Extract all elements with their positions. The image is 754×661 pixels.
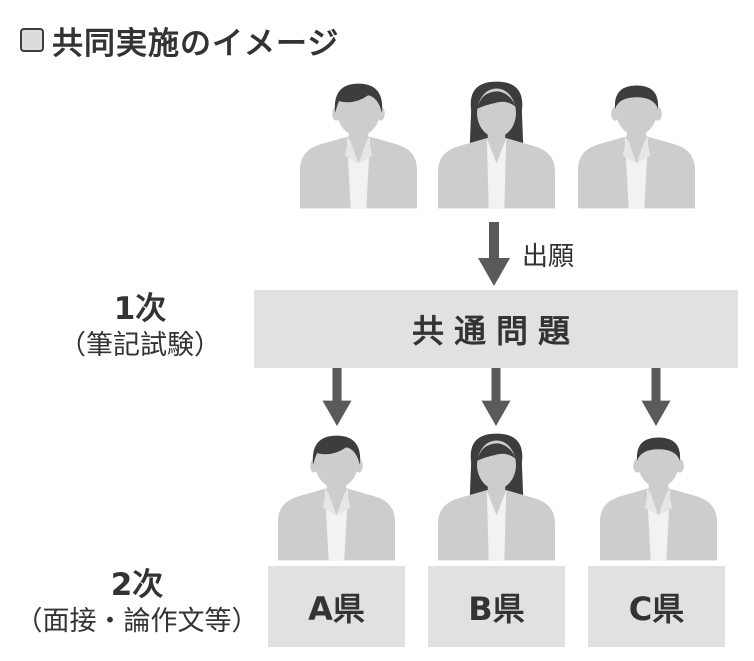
common-exam-box: 共通問題 — [254, 290, 738, 368]
applicant-person-icon-2 — [438, 80, 555, 210]
diagram-title: 共同実施のイメージ — [20, 18, 339, 62]
prefecture-box-b: B県 — [428, 566, 565, 647]
stage2-label: 2次 （面接・論作文等） — [6, 566, 268, 640]
prefecture-box-c: C県 — [588, 566, 725, 647]
common-exam-label: 共通問題 — [411, 312, 580, 350]
stage2-number: 2次 — [110, 567, 164, 603]
arrow-to-c-icon — [640, 368, 672, 426]
candidate-person-icon-b — [438, 432, 555, 562]
candidate-person-icon-c — [600, 432, 717, 562]
applicant-person-icon-3 — [578, 80, 695, 210]
stage1-number: 1次 — [113, 291, 167, 327]
title-text: 共同実施のイメージ — [52, 25, 340, 62]
apply-label: 出願 — [522, 242, 575, 272]
square-bullet-icon — [20, 28, 44, 52]
stage2-subtitle: （面接・論作文等） — [15, 606, 259, 637]
arrow-to-b-icon — [480, 368, 512, 426]
arrow-to-a-icon — [321, 368, 353, 426]
applicant-person-icon-1 — [300, 80, 417, 210]
prefecture-box-a: A県 — [268, 566, 405, 647]
stage1-subtitle: （筆記試験） — [59, 330, 221, 361]
candidate-person-icon-a — [278, 432, 395, 562]
stage1-label: 1次 （筆記試験） — [40, 290, 240, 364]
apply-arrow-icon — [478, 222, 510, 286]
